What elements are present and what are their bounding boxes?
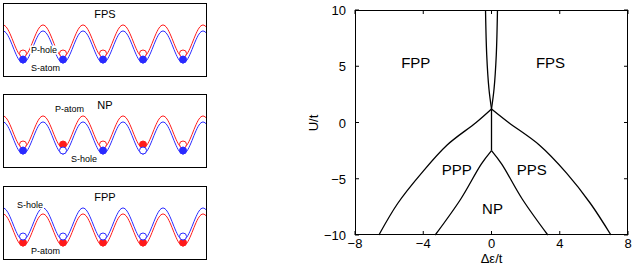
potential-curve [4, 31, 206, 63]
hole-dot [140, 233, 147, 240]
phase-boundary [379, 109, 492, 235]
tick-label: −10 [324, 229, 346, 242]
phase-boundary [492, 10, 498, 109]
atom-dot [100, 147, 107, 154]
hole-dot [100, 233, 107, 240]
hole-dot [140, 147, 147, 154]
region-label: NP [482, 200, 503, 215]
tick-label: −4 [416, 237, 431, 250]
hole-dot [60, 233, 67, 240]
hole-dot [20, 233, 27, 240]
state-panel: FPP S-holeP-atom [3, 186, 207, 260]
tick-label: −8 [348, 237, 363, 250]
state-panel: FPS P-holeS-atom [3, 3, 207, 77]
atom-dot [100, 56, 107, 63]
tick-label: −5 [331, 172, 346, 185]
state-panel: NP P-atomS-hole [3, 94, 207, 168]
potential-curve [4, 208, 206, 240]
region-label: FPP [401, 54, 430, 69]
tick-label: 4 [556, 237, 563, 250]
phase-boundary [435, 151, 491, 235]
potential-curves [4, 208, 206, 246]
atom-dot [180, 147, 187, 154]
plot-frame: FPP FPS PPP PPS NP [355, 10, 628, 235]
atom-dot [180, 56, 187, 63]
phase-boundary [492, 109, 611, 235]
potential-curve [4, 116, 206, 148]
potential-curves [4, 116, 206, 154]
tick-label: 5 [339, 60, 346, 73]
annotation: S-hole [70, 155, 98, 164]
tick-label: 8 [624, 237, 631, 250]
atom-dot [140, 56, 147, 63]
panel-title: FPP [94, 192, 115, 203]
atom-dot [60, 56, 67, 63]
phase-boundary [491, 109, 492, 151]
region-label: FPS [536, 54, 565, 69]
tick-label: 0 [339, 116, 346, 129]
annotation: P-atom [30, 247, 61, 256]
axis-label: U/t [307, 114, 320, 131]
tick-label: 0 [488, 237, 495, 250]
axis-label: Δε/t [481, 252, 503, 265]
atom-dot [20, 147, 27, 154]
region-label: PPP [442, 161, 472, 176]
annotation: P-atom [54, 105, 85, 114]
region-label: PPS [517, 161, 547, 176]
hole-dot [180, 233, 187, 240]
annotation: S-atom [30, 64, 61, 73]
potential-curve [4, 122, 206, 154]
potential-curves [4, 25, 206, 63]
potential-curve [4, 25, 206, 57]
phase-boundary [492, 151, 548, 235]
annotation: P-hole [30, 46, 58, 55]
panel-title: NP [97, 100, 112, 111]
hole-dot [60, 147, 67, 154]
tick-label: 10 [332, 4, 346, 17]
phase-boundary [486, 10, 492, 109]
panel-title: FPS [94, 9, 115, 20]
annotation: S-hole [16, 201, 44, 210]
atom-dot [20, 56, 27, 63]
